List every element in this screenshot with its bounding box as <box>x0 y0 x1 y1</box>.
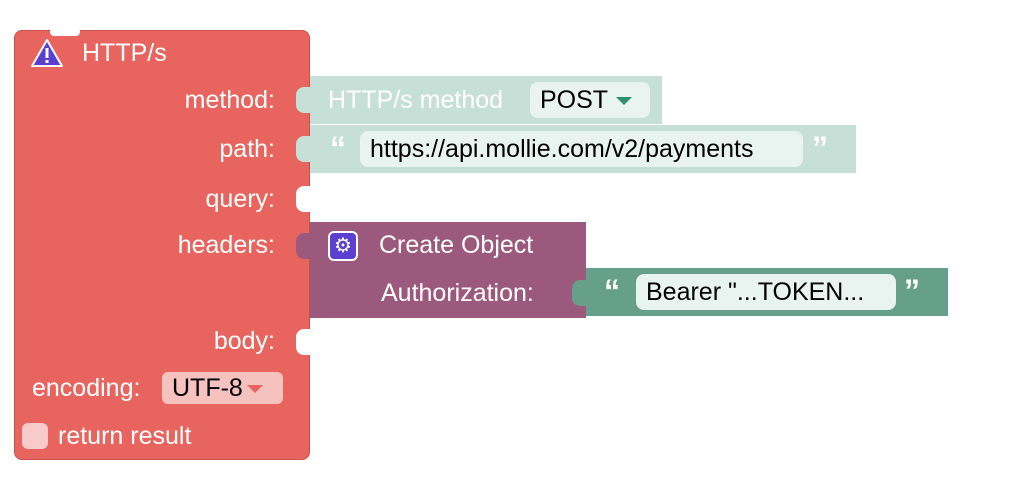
path-connector <box>296 136 312 162</box>
return-result-checkbox[interactable] <box>22 423 48 449</box>
path-label: path: <box>219 135 275 163</box>
create-object-title: Create Object <box>379 231 534 259</box>
return-result-label: return result <box>58 422 192 450</box>
authorization-connector <box>572 280 588 306</box>
warning-icon[interactable] <box>30 38 64 68</box>
http-method-label: HTTP/s method <box>328 86 504 114</box>
body-socket[interactable] <box>296 329 312 355</box>
chevron-down-icon <box>246 385 263 394</box>
block-notch <box>50 30 80 36</box>
body-label: body: <box>213 327 275 355</box>
encoding-value: UTF-8 <box>172 374 243 402</box>
query-socket[interactable] <box>296 186 312 212</box>
method-dropdown[interactable]: POST <box>530 82 650 118</box>
encoding-label: encoding: <box>32 374 141 402</box>
close-quote-icon: ” <box>904 273 920 309</box>
query-label: query: <box>205 185 275 213</box>
open-quote-icon: “ <box>604 273 620 309</box>
path-input[interactable]: https://api.mollie.com/v2/payments <box>360 131 803 167</box>
chevron-down-icon <box>616 97 633 106</box>
authorization-label: Authorization: <box>381 279 534 307</box>
open-quote-icon: “ <box>330 130 346 166</box>
gear-icon[interactable]: ⚙ <box>328 231 358 261</box>
method-label: method: <box>184 86 275 114</box>
method-connector <box>296 87 312 113</box>
authorization-input[interactable]: Bearer "...TOKEN... <box>636 274 896 310</box>
http-block-title: HTTP/s <box>82 39 167 67</box>
encoding-dropdown[interactable]: UTF-8 <box>162 372 283 404</box>
headers-label: headers: <box>177 231 275 259</box>
close-quote-icon: ” <box>812 130 828 166</box>
headers-connector <box>296 233 312 259</box>
method-value: POST <box>540 86 609 114</box>
